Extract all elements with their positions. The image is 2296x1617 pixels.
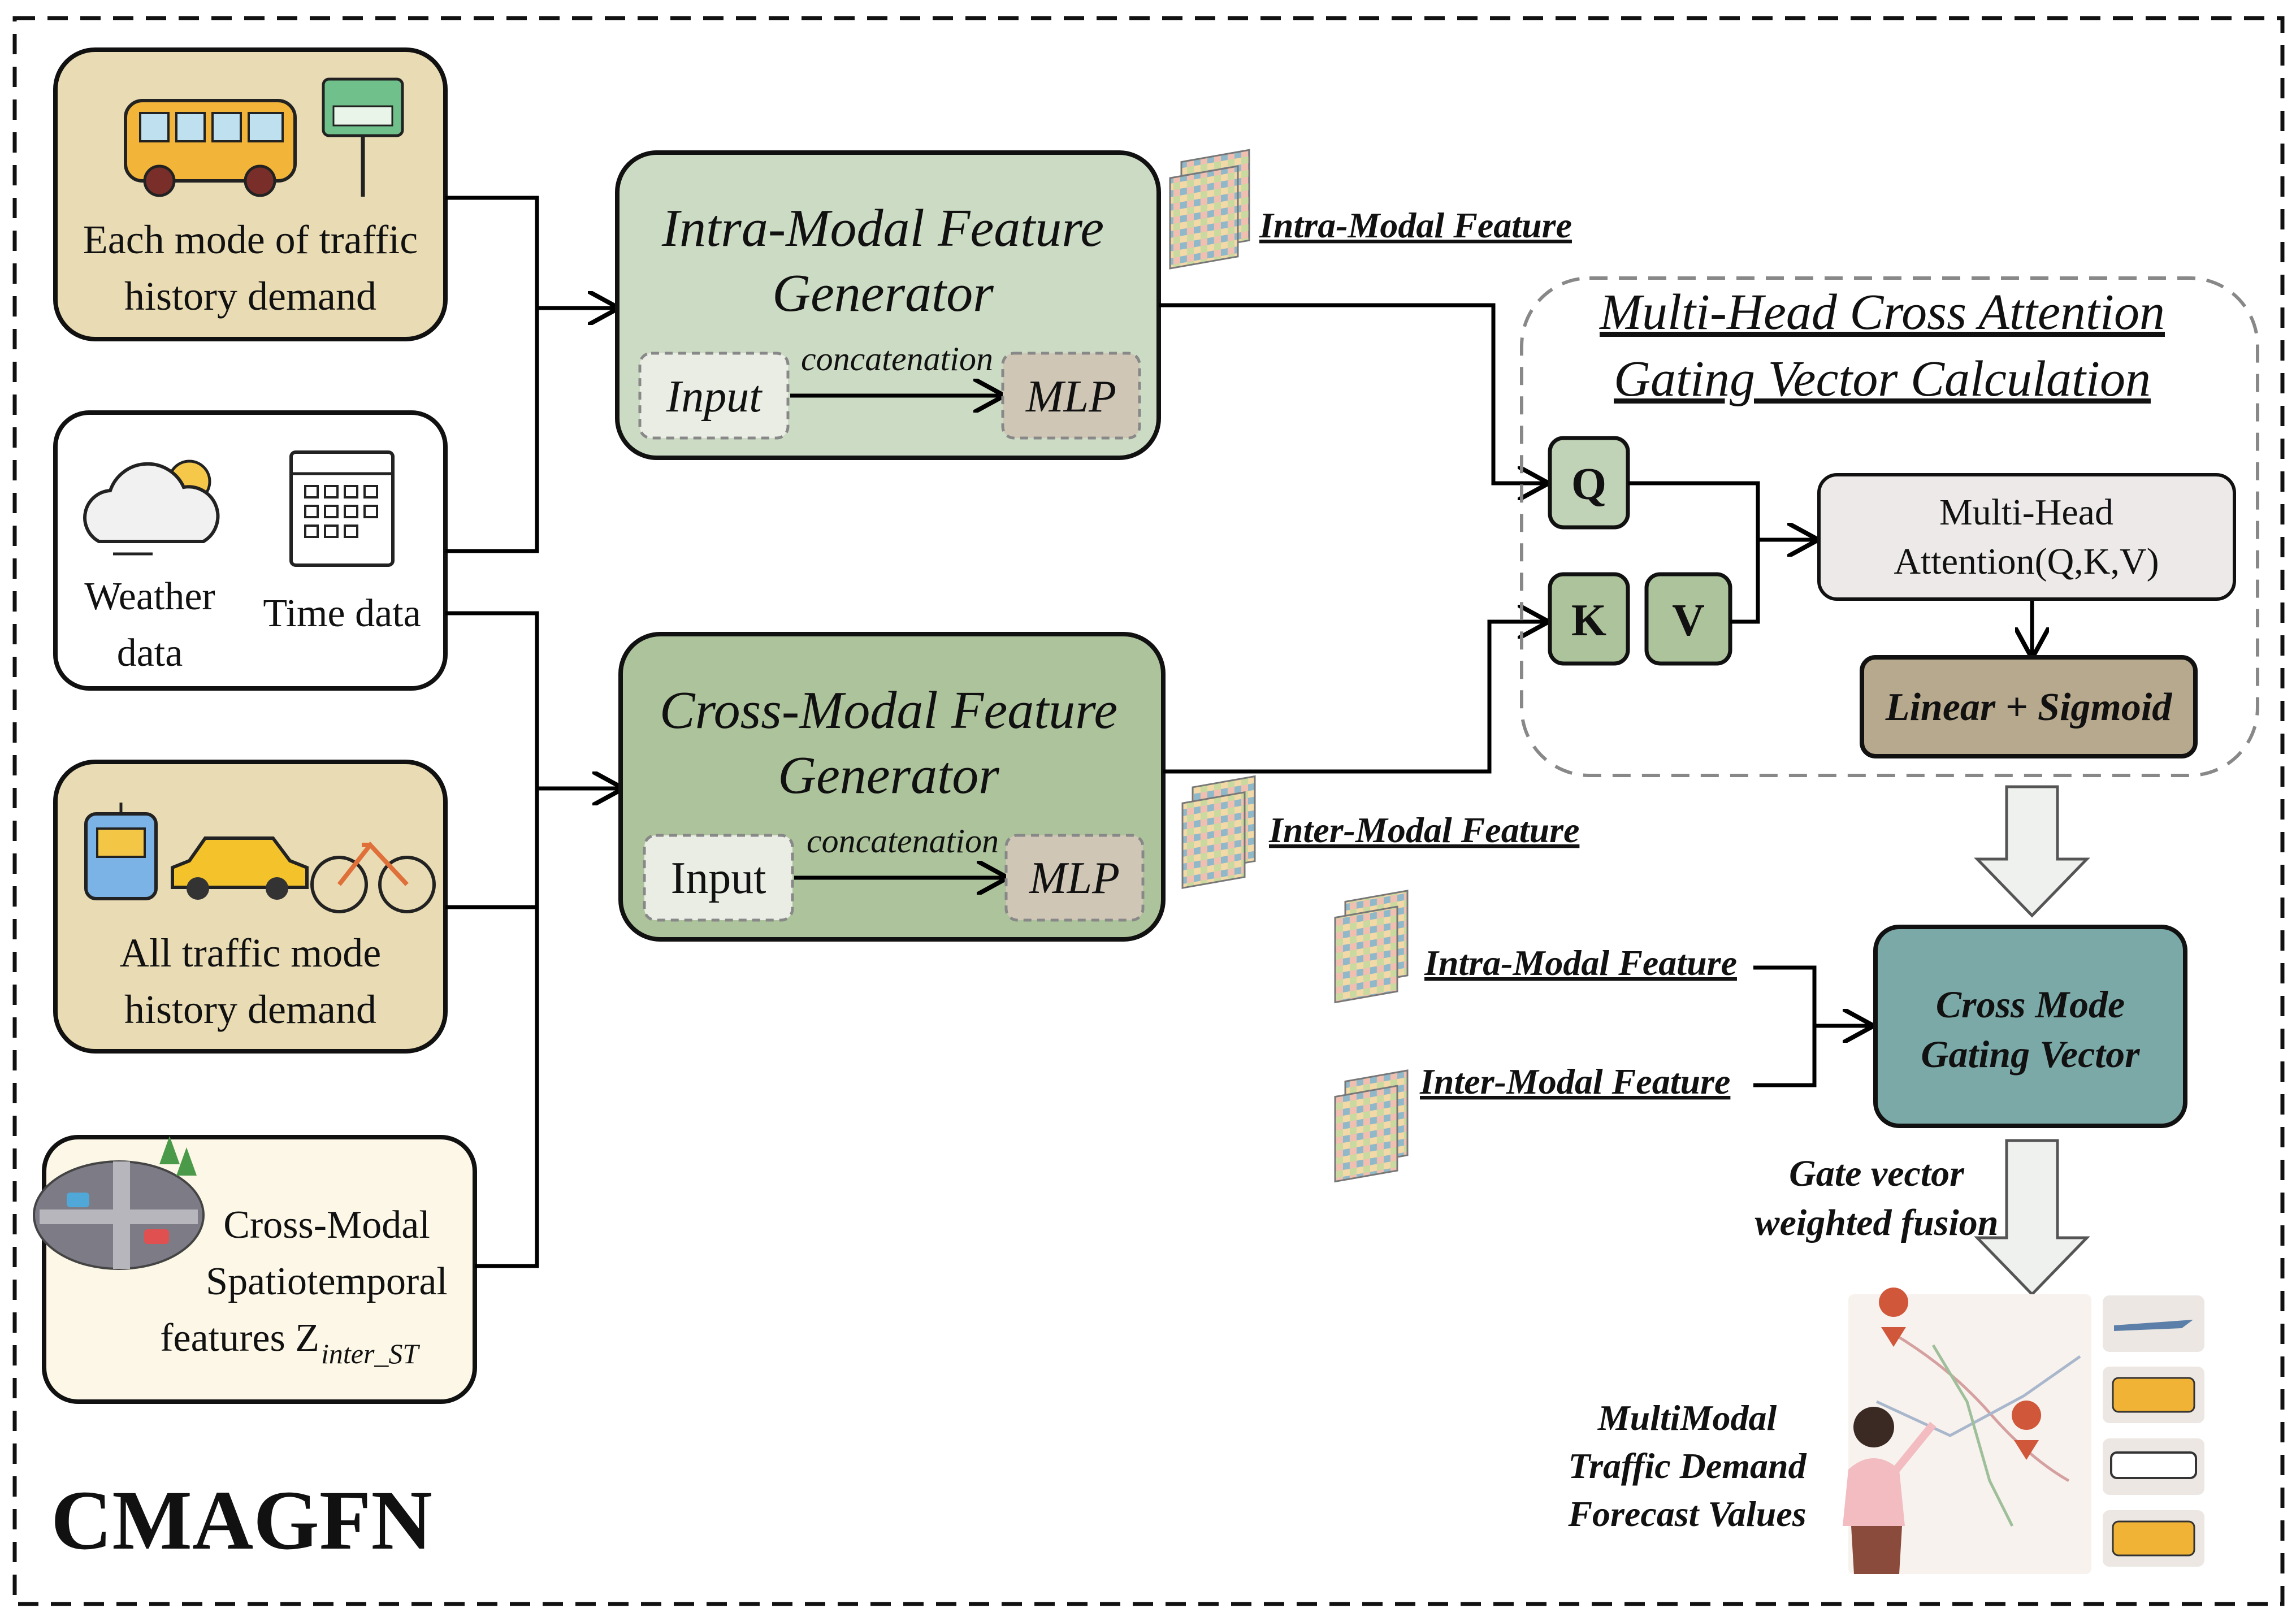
k-box [1548,572,1630,666]
cross-edge-label: concatenation [807,822,999,860]
st-label-3: features Z [160,1316,319,1360]
st-label-2: Spatiotemporal [206,1260,448,1303]
feature-grid-icon [1334,890,1409,1004]
intra-gen-title-1: Intra-Modal Feature [661,199,1104,258]
down-arrow-2 [1974,1139,2090,1297]
calendar-icon [289,450,395,567]
mha-box [1817,473,2236,601]
v-label: V [1672,596,1705,645]
fusion-label-2: weighted fusion [1755,1202,1999,1243]
attention-connectors [1159,303,1546,774]
down-arrow-1 [1974,785,2090,918]
intra-modal-generator: Intra-Modal Feature Generator Input conc… [615,150,1161,460]
time-label: Time data [263,592,421,635]
mha-label-1: Multi-Head [1939,492,2113,533]
intra-input-box [638,352,790,440]
gating-label-1: Cross Mode [1936,983,2125,1026]
diagram-title: CMAGFN [51,1473,432,1567]
intra-input-label: Input [666,372,763,422]
outer-frame [12,16,2285,1606]
attention-region: Multi-Head Cross Attention Gating Vector… [1520,276,2259,777]
linear-sigmoid-box [1860,655,2198,758]
gating-label-2: Gating Vector [1921,1033,2140,1076]
intra-edge-label: concatenation [801,340,993,378]
feature-grid-icon [1169,149,1250,270]
cross-gen-title-1: Cross-Modal Feature [660,681,1117,740]
spatiotemporal-input: Cross-Modal Spatiotemporal features Z in… [33,1135,477,1404]
cross-mlp-label: MLP [1029,853,1120,903]
inter-feature-label: Inter-Modal Feature [1268,810,1579,850]
q-label: Q [1571,459,1606,509]
each-mode-input: Each mode of traffic history demand [53,47,448,341]
input-connectors [445,196,621,1268]
transport-cards [2103,1295,2204,1567]
cross-modal-generator: Cross-Modal Feature Generator Input conc… [618,632,1166,942]
all-mode-label-2: history demand [124,987,376,1032]
all-mode-label-1: All traffic mode [120,930,382,976]
output-label-3: Forecast Values [1567,1494,1806,1534]
mha-label-2: Attention(Q,K,V) [1894,541,2159,582]
weather-label-1: Weather [84,575,215,618]
intra-feature-label-2: Intra-Modal Feature [1424,943,1737,983]
bicycle-icon [310,841,436,913]
all-mode-input: All traffic mode history demand [53,760,448,1054]
gating-connectors [1753,965,1871,1087]
each-mode-label-2: history demand [124,274,376,319]
linear-sigmoid-label: Linear + Sigmoid [1885,686,2173,729]
bus-stop-icon [322,77,404,197]
intra-mlp-box [1001,352,1141,440]
feature-grid-icon [1181,775,1256,889]
intersection-icon [33,1136,205,1270]
output-label-1: MultiModal [1597,1398,1777,1438]
attention-title-1: Multi-Head Cross Attention [1598,284,2165,340]
each-mode-label-1: Each mode of traffic [83,217,418,262]
output-label-2: Traffic Demand [1568,1446,1807,1486]
forecast-illustration [1843,1287,2204,1574]
taxi-icon [171,836,309,900]
bus-icon [124,99,297,197]
cross-mlp-box [1004,834,1145,922]
cross-input-label: Input [671,853,766,903]
attention-title-2: Gating Vector Calculation [1614,351,2151,407]
weather-icon [83,459,220,556]
cross-gen-title-2: Generator [778,746,999,805]
k-label: K [1571,596,1606,645]
weather-label-2: data [117,631,183,675]
weather-time-input: Weather data Time data [53,410,448,691]
fusion-label-1: Gate vector [1789,1153,1965,1194]
v-box [1644,572,1732,666]
cross-input-box [643,834,794,922]
inter-feature-label-2: Inter-Modal Feature [1419,1061,1730,1102]
intra-gen-title-2: Generator [772,264,994,323]
tram-icon [84,803,158,900]
intra-mlp-label: MLP [1025,372,1116,422]
intra-feature-label: Intra-Modal Feature [1259,205,1572,245]
st-label-1: Cross-Modal [223,1203,430,1247]
st-label-subscript: inter_ST [321,1338,420,1369]
feature-grid-icon [1334,1069,1409,1183]
gating-vector-box [1873,925,2187,1128]
